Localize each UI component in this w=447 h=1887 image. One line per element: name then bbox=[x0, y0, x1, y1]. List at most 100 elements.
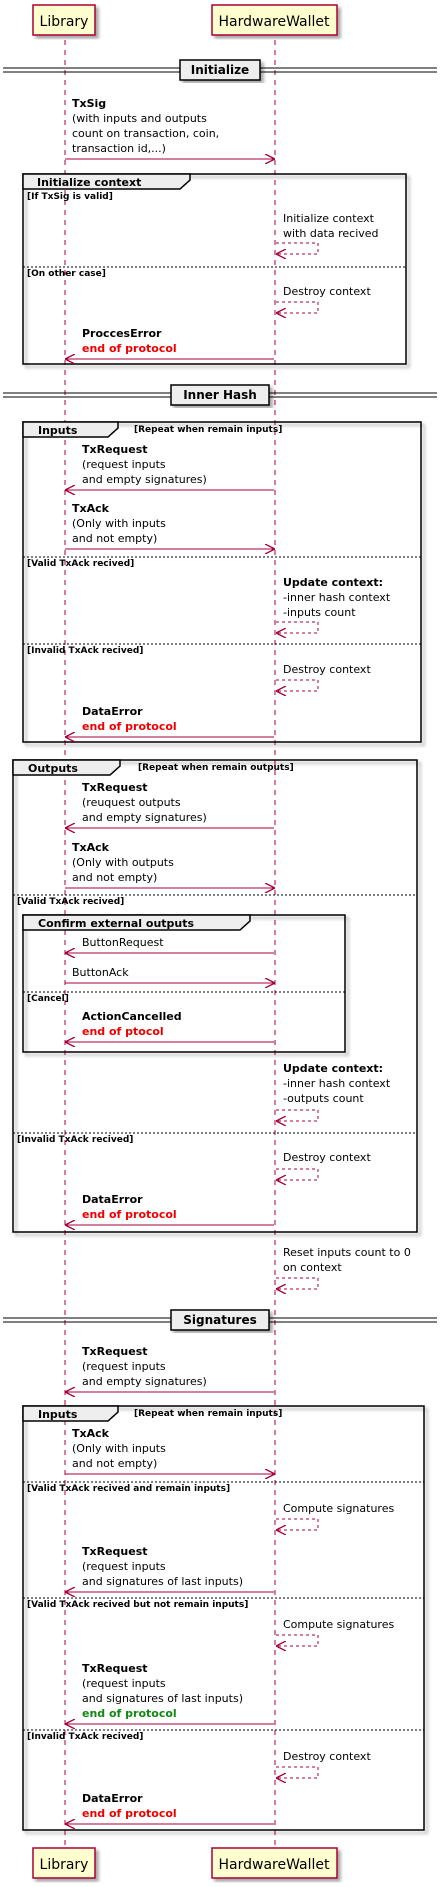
self-arrow-destroy bbox=[276, 1168, 319, 1180]
end-of-protocol-success-label: end of protocol bbox=[82, 1707, 177, 1720]
self-arrow-compute bbox=[276, 1518, 319, 1530]
divider-inner-hash: Inner Hash bbox=[3, 384, 437, 406]
txrequest-line: and signatures of last inputs) bbox=[82, 1692, 243, 1705]
frame-inputs-title: Inputs bbox=[38, 424, 78, 437]
reset-inputs-label: on context bbox=[283, 1261, 342, 1274]
self-init-label: Initialize context bbox=[283, 212, 375, 225]
participant-hardwarewallet-label: HardwareWallet bbox=[218, 14, 330, 30]
guard-valid-txsig: [If TxSig is valid] bbox=[27, 192, 113, 202]
participant-hardwarewallet-bottom: HardwareWallet bbox=[211, 1847, 338, 1879]
txrequest-line: (request inputs bbox=[82, 1560, 166, 1573]
self-destroy-label: Destroy context bbox=[283, 1750, 371, 1763]
guard-valid-txack: [Valid TxAck recived] bbox=[17, 897, 124, 907]
guard-valid-remain: [Valid TxAck recived and remain inputs] bbox=[27, 1484, 230, 1494]
self-arrow-init bbox=[276, 242, 319, 254]
participant-hardwarewallet-label: HardwareWallet bbox=[218, 1857, 330, 1873]
txack-title: TxAck bbox=[72, 841, 110, 854]
txack-line: (Only with inputs bbox=[72, 1442, 166, 1455]
self-destroy-label: Destroy context bbox=[283, 285, 371, 298]
guard-valid-txack: [Valid TxAck recived] bbox=[27, 559, 134, 569]
update-context-line: -inputs count bbox=[283, 606, 356, 619]
txsig-line: (with inputs and outputs bbox=[72, 112, 207, 125]
txsig-line: count on transaction, coin, bbox=[72, 127, 219, 140]
txrequest-line: and signatures of last inputs) bbox=[82, 1575, 243, 1588]
guard-other-case: [On other case] bbox=[27, 269, 106, 279]
self-destroy-label: Destroy context bbox=[283, 663, 371, 676]
self-arrow-update bbox=[276, 621, 319, 633]
txrequest-line: and empty signatures) bbox=[82, 473, 207, 486]
txrequest-line: (reuquest outputs bbox=[82, 796, 181, 809]
txrequest-title: TxRequest bbox=[82, 1662, 148, 1675]
self-arrow-destroy bbox=[276, 679, 319, 691]
txack-line: and not empty) bbox=[72, 871, 157, 884]
guard-repeat-inputs: [Repeat when remain inputs] bbox=[134, 1409, 282, 1419]
compute-signatures-label: Compute signatures bbox=[283, 1618, 394, 1631]
txack-line: and not empty) bbox=[72, 1457, 157, 1470]
txack-line: (Only with outputs bbox=[72, 856, 174, 869]
self-arrow-update bbox=[276, 1109, 319, 1121]
data-error-title: DataError bbox=[82, 1193, 143, 1206]
self-arrow-destroy bbox=[276, 301, 319, 313]
txack-line: and not empty) bbox=[72, 532, 157, 545]
participant-library-label: Library bbox=[40, 14, 89, 30]
frame-outputs-loop: Outputs [Repeat when remain outputs] [Va… bbox=[12, 759, 418, 1233]
txsig-title: TxSig bbox=[72, 97, 106, 110]
button-ack-label: ButtonAck bbox=[72, 966, 129, 979]
guard-repeat-inputs: [Repeat when remain inputs] bbox=[134, 425, 282, 435]
reset-inputs-label: Reset inputs count to 0 bbox=[283, 1246, 411, 1259]
guard-invalid-txack: [Invalid TxAck recived] bbox=[27, 646, 143, 656]
self-arrow-destroy bbox=[276, 1766, 319, 1778]
end-of-protocol-label: end of protocol bbox=[82, 1208, 177, 1221]
divider-signatures: Signatures bbox=[3, 1309, 437, 1331]
txack-title: TxAck bbox=[72, 1427, 110, 1440]
update-context-line: -inner hash context bbox=[283, 1077, 391, 1090]
end-of-ptocol-label: end of ptocol bbox=[82, 1025, 164, 1038]
guard-invalid-txack: [Invalid TxAck recived] bbox=[17, 1135, 133, 1145]
participant-library-label: Library bbox=[40, 1857, 89, 1873]
frame-inputs-loop: Inputs [Repeat when remain inputs] [Vali… bbox=[22, 421, 422, 743]
frame-initialize-context: Initialize context [If TxSig is valid] [… bbox=[22, 173, 407, 365]
update-context-line: -inner hash context bbox=[283, 591, 391, 604]
button-request-label: ButtonRequest bbox=[82, 936, 164, 949]
divider-inner-hash-label: Inner Hash bbox=[183, 388, 257, 402]
participant-library-bottom: Library bbox=[32, 1847, 96, 1879]
frame-confirm-title: Confirm external outputs bbox=[38, 917, 194, 930]
data-error-title: DataError bbox=[82, 705, 143, 718]
guard-valid-last: [Valid TxAck recived but not remain inpu… bbox=[27, 1600, 248, 1610]
participant-hardwarewallet-top: HardwareWallet bbox=[211, 4, 338, 36]
action-cancelled-title: ActionCancelled bbox=[82, 1010, 182, 1023]
self-init-label: with data recived bbox=[283, 227, 379, 240]
self-arrow-reset bbox=[276, 1277, 319, 1289]
txrequest-title: TxRequest bbox=[82, 443, 148, 456]
divider-signatures-label: Signatures bbox=[183, 1313, 256, 1327]
participant-library-top: Library bbox=[32, 4, 96, 36]
txrequest-line: and empty signatures) bbox=[82, 1375, 207, 1388]
txrequest-title: TxRequest bbox=[82, 1345, 148, 1358]
compute-signatures-label: Compute signatures bbox=[283, 1502, 394, 1515]
txrequest-line: (request inputs bbox=[82, 1360, 166, 1373]
txrequest-title: TxRequest bbox=[82, 1545, 148, 1558]
frame-inputs-title: Inputs bbox=[38, 1408, 78, 1421]
divider-initialize-label: Initialize bbox=[191, 63, 249, 77]
txrequest-line: (request inputs bbox=[82, 1677, 166, 1690]
txack-line: (Only with inputs bbox=[72, 517, 166, 530]
guard-invalid-txack: [Invalid TxAck recived] bbox=[27, 1732, 143, 1742]
self-destroy-label: Destroy context bbox=[283, 1151, 371, 1164]
end-of-protocol-label: end of protocol bbox=[82, 342, 177, 355]
data-error-title: DataError bbox=[82, 1792, 143, 1805]
self-arrow-compute bbox=[276, 1634, 319, 1646]
frame-initialize-context-title: Initialize context bbox=[37, 176, 141, 189]
guard-repeat-outputs: [Repeat when remain outputs] bbox=[138, 763, 294, 773]
end-of-protocol-label: end of protocol bbox=[82, 1807, 177, 1820]
txack-title: TxAck bbox=[72, 502, 110, 515]
update-context-title: Update context: bbox=[283, 576, 383, 589]
txrequest-line: and empty signatures) bbox=[82, 811, 207, 824]
divider-initialize: Initialize bbox=[3, 59, 437, 81]
guard-cancel: [Cancel] bbox=[27, 994, 69, 1004]
txsig-line: transaction id,...) bbox=[72, 142, 166, 155]
frame-outputs-title: Outputs bbox=[28, 762, 78, 775]
txrequest-title: TxRequest bbox=[82, 781, 148, 794]
update-context-line: -outputs count bbox=[283, 1092, 364, 1105]
txrequest-line: (request inputs bbox=[82, 458, 166, 471]
